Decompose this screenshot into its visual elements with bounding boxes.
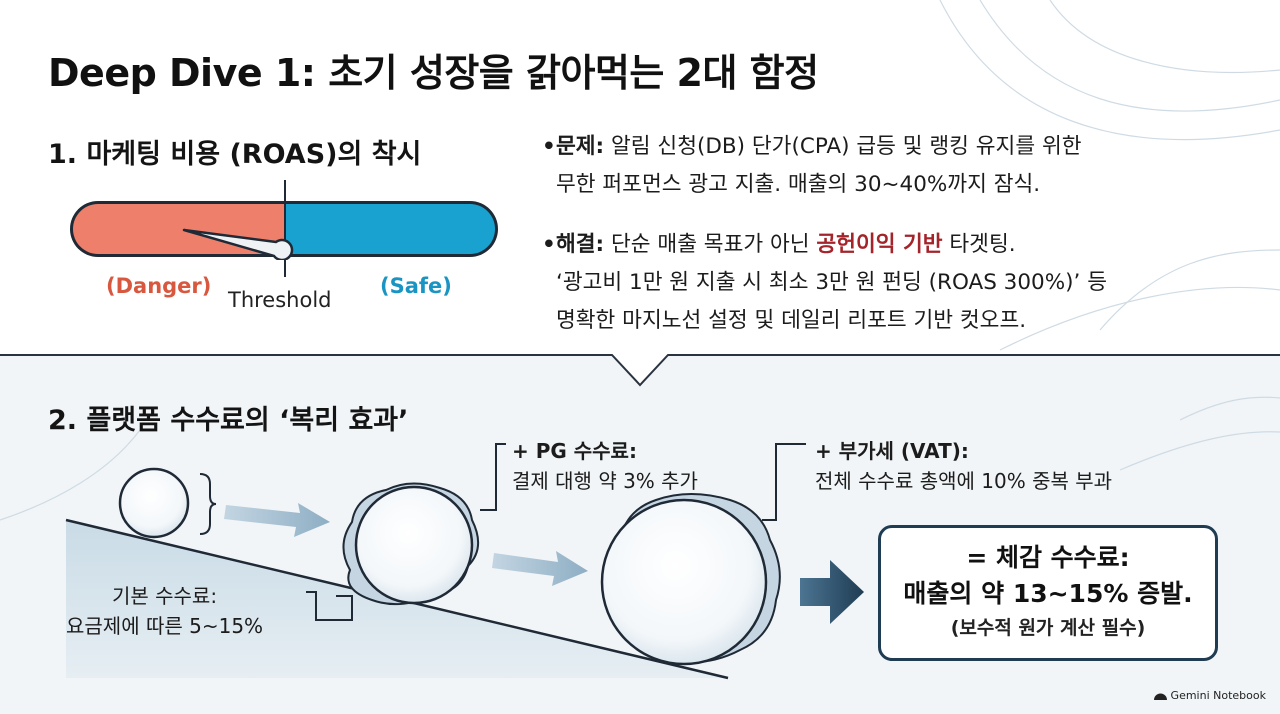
snowball-small	[118, 467, 190, 539]
notebook-logo-icon	[1153, 693, 1167, 700]
page-title: Deep Dive 1: 초기 성장을 갉아먹는 2대 함정	[48, 51, 819, 95]
solution-post: 타겟팅.	[949, 232, 1016, 257]
gauge-needle	[182, 228, 294, 260]
pg-fee-detail: 결제 대행 약 3% 추가	[512, 469, 698, 493]
gauge-safe-label: (Safe)	[380, 274, 452, 298]
section-title-platform-fee: 2. 플랫폼 수수료의 ‘복리 효과’	[48, 405, 409, 436]
section-title-marketing: 1. 마케팅 비용 (ROAS)의 착시	[48, 139, 422, 170]
gauge-danger-label: (Danger)	[106, 274, 212, 298]
snowball-large	[600, 498, 768, 666]
base-fee-detail: 요금제에 따른 5~15%	[66, 614, 264, 638]
arrow-2	[492, 551, 588, 586]
bullet-solution: • 해결: 단순 매출 목표가 아닌 공헌이익 기반 타겟팅. ‘광고비 1만 …	[542, 226, 1256, 340]
bullet-dot: •	[542, 232, 556, 257]
footer-brand-text: Gemini Notebook	[1170, 689, 1266, 702]
bullet-problem: • 문제: 알림 신청(DB) 단가(CPA) 급등 및 랭킹 유지를 위한 무…	[542, 128, 1256, 204]
solution-highlight: 공헌이익 기반	[816, 232, 943, 257]
problem-label: 문제:	[556, 134, 605, 159]
solution-label: 해결:	[556, 232, 605, 257]
solution-pre: 단순 매출 목표가 아닌	[611, 232, 810, 257]
snowball-medium	[354, 485, 474, 605]
effective-fee-note: (보수적 원가 계산 필수)	[950, 617, 1146, 639]
bracket-base	[306, 591, 353, 621]
solution-line2: ‘광고비 1만 원 지출 시 최소 3만 원 펀딩 (ROAS 300%)’ 등	[556, 270, 1107, 295]
bracket-vat	[762, 443, 806, 521]
vat-detail: 전체 수수료 총액에 10% 중복 부과	[815, 469, 1113, 493]
pg-fee-label: + PG 수수료:	[512, 439, 637, 463]
footer-brand: Gemini Notebook	[1153, 689, 1266, 702]
arrow-1	[224, 503, 330, 537]
problem-line1: 알림 신청(DB) 단가(CPA) 급등 및 랭킹 유지를 위한	[611, 134, 1082, 159]
bracket-pg	[480, 443, 506, 511]
gauge-threshold-line	[284, 180, 286, 277]
brace-small	[199, 473, 217, 535]
arrow-result	[800, 560, 864, 624]
solution-line3: 명확한 마지노선 설정 및 데일리 리포트 기반 컷오프.	[556, 308, 1027, 333]
problem-line2: 무한 퍼포먼스 광고 지출. 매출의 30~40%까지 잠식.	[556, 172, 1041, 197]
effective-fee-title: = 체감 수수료:	[966, 543, 1130, 572]
gauge-threshold-label: Threshold	[228, 288, 332, 312]
base-fee-label: 기본 수수료:	[111, 584, 218, 608]
effective-fee-box: = 체감 수수료: 매출의 약 13~15% 증발. (보수적 원가 계산 필수…	[878, 525, 1218, 661]
vat-annotation: + 부가세 (VAT): 전체 수수료 총액에 10% 중복 부과	[815, 436, 1112, 496]
effective-fee-value: 매출의 약 13~15% 증발.	[903, 579, 1193, 608]
gauge-safe-zone	[284, 201, 498, 257]
pg-fee-annotation: + PG 수수료: 결제 대행 약 3% 추가	[512, 436, 698, 496]
vat-label: + 부가세 (VAT):	[815, 439, 969, 463]
base-fee-annotation: 기본 수수료: 요금제에 따른 5~15%	[66, 581, 263, 641]
bullet-dot: •	[542, 134, 556, 159]
